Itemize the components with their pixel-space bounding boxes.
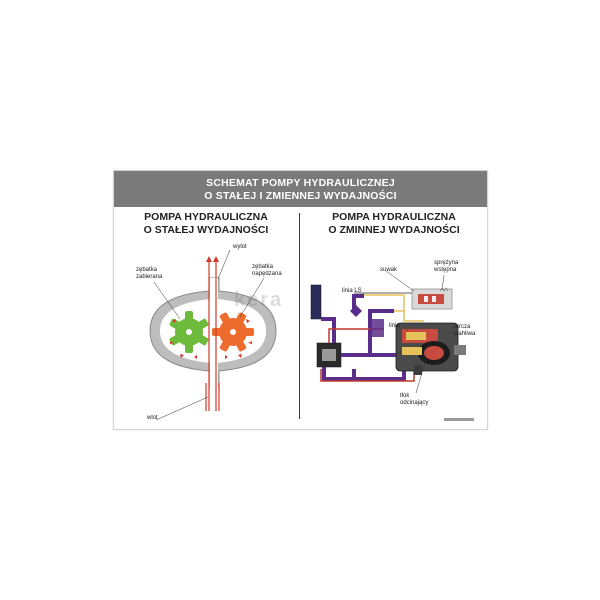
label-drive-gear: zębatka napędzana: [252, 264, 282, 278]
gear-pump-diagram: [149, 249, 277, 421]
label-line: linia: [389, 323, 400, 329]
label-swash-plate-line-1: tarcza: [454, 324, 471, 330]
right-heading-line-1: POMPA HYDRAULICZNA: [332, 211, 456, 223]
label-spring-line-1: sprężyna: [434, 260, 459, 266]
left-heading-line-1: POMPA HYDRAULICZNA: [144, 211, 268, 223]
label-drive-gear-line-1: zębatka: [252, 264, 274, 270]
right-heading-line-2: O ZMINNEJ WYDAJNOŚCI: [328, 224, 460, 236]
label-inlet: wlot: [147, 415, 158, 421]
outlet-channel: [210, 278, 218, 302]
right-heading: POMPA HYDRAULICZNA O ZMINNEJ WYDAJNOŚCI: [304, 211, 484, 237]
yellow-lines: [364, 294, 424, 322]
left-heading: POMPA HYDRAULICZNA O STAŁEJ WYDAJNOŚCI: [116, 211, 296, 237]
label-drive-gear-line-2: napędzana: [252, 271, 282, 277]
label-spring-line-2: wstępna: [434, 267, 457, 273]
label-driven-gear-line-1: zębatka: [136, 267, 158, 273]
label-ls-line: linia LS: [342, 288, 362, 294]
junction-diamond: [350, 305, 362, 317]
label-driven-gear-line-2: zabierana: [136, 274, 163, 280]
watermark: kera: [234, 289, 284, 311]
driven-gear-green: [169, 311, 209, 353]
flow-arrows-main: [205, 262, 220, 411]
control-valve: [411, 287, 453, 310]
pump-diagrams: [149, 249, 466, 421]
label-cutoff-piston-line-1: tłok: [400, 393, 410, 399]
title-line-1: SCHEMAT POMPY HYDRAULICZNEJ: [206, 177, 395, 189]
label-swash-plate-line-2: wahliwa: [454, 331, 476, 337]
title-line-2: O STAŁEJ I ZMIENNEJ WYDAJNOŚCI: [204, 190, 397, 202]
middle-block: [370, 319, 384, 337]
left-heading-line-2: O STAŁEJ WYDAJNOŚCI: [143, 224, 269, 236]
label-spool: suwak: [380, 267, 398, 273]
label-driven-gear: zębatka zabierana: [136, 267, 162, 281]
panel-divider: [299, 213, 300, 419]
poster: SCHEMAT POMPY HYDRAULICZNEJ O STAŁEJ I Z…: [113, 170, 488, 430]
reservoir: [310, 284, 322, 320]
label-spring: sprężyna wstępna: [434, 260, 458, 274]
brand-logo-icon: [444, 418, 474, 421]
drive-gear-orange: [212, 312, 254, 352]
right-pointer-lines: [361, 270, 453, 394]
inlet-channel: [210, 361, 218, 387]
left-pointer-lines: [153, 249, 265, 421]
label-cutoff-piston-line-2: odcinający: [400, 400, 429, 406]
label-outlet: wylot: [233, 244, 247, 250]
flow-arrows-gears: [170, 319, 252, 359]
label-swash-plate: tarcza wahliwa: [454, 324, 475, 338]
title-banner: SCHEMAT POMPY HYDRAULICZNEJ O STAŁEJ I Z…: [114, 171, 487, 207]
variable-pump-diagram: [310, 270, 466, 394]
label-cutoff-piston: tłok odcinający: [400, 393, 428, 407]
